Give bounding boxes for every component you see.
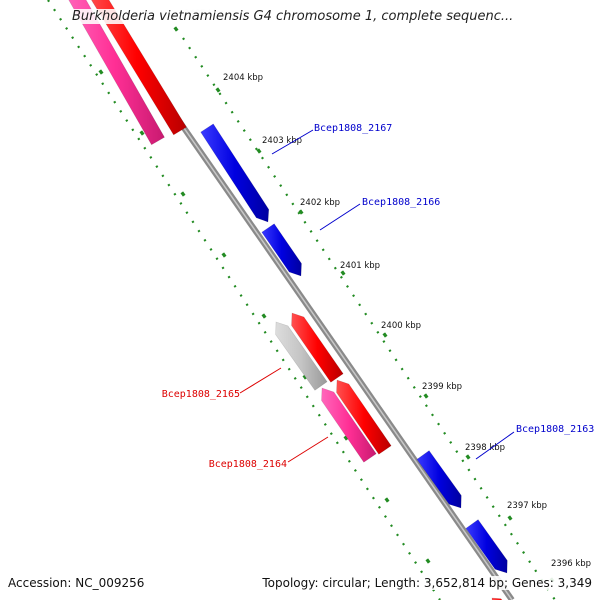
ruler-label: 2402 kbp xyxy=(300,198,340,208)
gene-arrow-bcep1808-2163[interactable] xyxy=(416,450,462,509)
leader-bcep1808-2165 xyxy=(239,367,282,394)
genome-summary-text: Topology: circular; Length: 3,652,814 bp… xyxy=(262,576,592,590)
ruler-minor-tick xyxy=(261,313,267,319)
ruler-major-tick xyxy=(382,332,388,338)
inner-ruler-track xyxy=(47,0,441,600)
leader-bcep1808-2167 xyxy=(271,129,314,155)
gene-arrow-red-mid[interactable] xyxy=(291,312,344,383)
map-title: Burkholderia vietnamiensis G4 chromosome… xyxy=(70,9,516,24)
ruler-major-tick xyxy=(423,393,429,399)
gene-arrow-bcep1808-2167[interactable] xyxy=(200,123,270,223)
gene-label-bcep1808-2166[interactable]: Bcep1808_2166 xyxy=(362,197,440,208)
ruler-minor-tick xyxy=(425,558,431,564)
ruler-label: 2404 kbp xyxy=(223,73,263,83)
leader-bcep1808-2163 xyxy=(475,431,515,460)
ruler-major-tick xyxy=(298,209,304,215)
ruler-minor-tick xyxy=(180,191,186,197)
gene-arrow-pink-top[interactable] xyxy=(64,0,165,146)
gene-label-bcep1808-2163[interactable]: Bcep1808_2163 xyxy=(516,424,594,435)
gene-label-bcep1808-2167[interactable]: Bcep1808_2167 xyxy=(314,123,392,134)
leader-bcep1808-2164 xyxy=(287,436,329,463)
gene-arrow-bcep1808-2166[interactable] xyxy=(261,223,302,277)
ruler-major-tick xyxy=(465,454,471,460)
gene-arrow-forward-bottom[interactable] xyxy=(465,519,508,574)
gene-arrow-bcep1808-2165[interactable] xyxy=(336,379,392,455)
ruler-major-tick xyxy=(256,148,262,154)
ruler-label: 2396 kbp xyxy=(551,559,591,569)
ruler-minor-tick xyxy=(343,435,349,441)
ruler-label: 2397 kbp xyxy=(507,501,547,511)
ruler-minor-tick xyxy=(139,130,145,136)
ruler-minor-tick xyxy=(384,497,390,503)
ruler-label: 2401 kbp xyxy=(340,261,380,271)
gene-arrow-grey[interactable] xyxy=(275,321,328,391)
ruler-minor-tick xyxy=(221,252,227,258)
gene-label-bcep1808-2165[interactable]: Bcep1808_2165 xyxy=(162,389,240,400)
ruler-major-tick xyxy=(215,87,221,93)
gene-arrow-red-top[interactable] xyxy=(87,0,187,136)
gene-label-bcep1808-2164[interactable]: Bcep1808_2164 xyxy=(209,459,287,470)
ruler-major-tick xyxy=(340,270,346,276)
ruler-major-tick xyxy=(173,26,179,32)
ruler-label: 2400 kbp xyxy=(381,321,421,331)
ruler-label: 2398 kbp xyxy=(465,443,505,453)
outer-ruler-track xyxy=(182,37,556,600)
ruler-minor-tick xyxy=(302,374,308,380)
ruler-minor-tick xyxy=(98,69,104,75)
accession-text: Accession: NC_009256 xyxy=(8,576,145,590)
gene-features xyxy=(64,0,508,600)
ruler-label: 2403 kbp xyxy=(262,136,302,146)
gene-arrow-bcep1808-2164[interactable] xyxy=(321,387,377,463)
leader-bcep1808-2166 xyxy=(319,203,361,231)
ruler-label: 2399 kbp xyxy=(422,382,462,392)
ruler-major-tick xyxy=(507,515,513,521)
